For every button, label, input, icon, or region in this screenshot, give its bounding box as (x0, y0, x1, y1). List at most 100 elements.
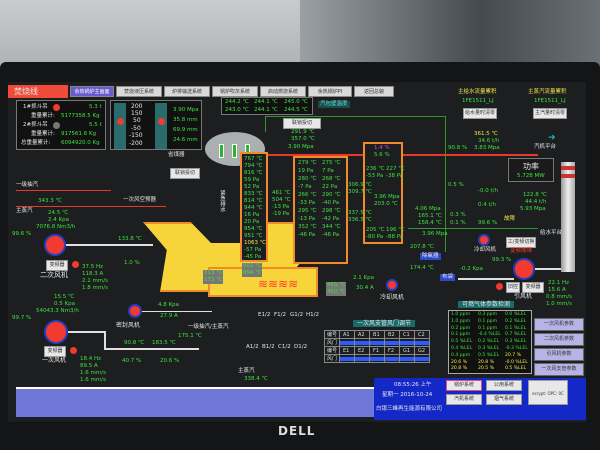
status-bar: 08:55:26 上午 星期一 2016-10-24 白银三峰再生能源有限公司 … (374, 378, 586, 420)
opc-status-button[interactable]: ecrypt: OPC: 0C (528, 380, 568, 405)
gas-reading: 1.0 ppm (451, 318, 471, 324)
damper-control[interactable] (384, 354, 401, 363)
trend-area (16, 387, 374, 417)
boiler-system-button[interactable]: 锅炉系统 (446, 380, 482, 391)
main-steam-temp: 338.4 ℃ (244, 376, 268, 382)
damper-control[interactable] (399, 338, 416, 347)
damper-control[interactable] (339, 354, 356, 363)
total2-value: 917561.6 Kg (61, 131, 97, 137)
damper-control[interactable] (369, 338, 386, 347)
primary-fan-params-button[interactable]: 一次风机参数 (534, 318, 584, 331)
secondary-fan-params-button[interactable]: 二次风机参数 (534, 333, 584, 346)
secondary-fan-vfd-button[interactable]: 变频器 (46, 260, 68, 271)
feed-temp: 122.8 ℃ (523, 192, 547, 198)
crane1-label: 1#抓斗吊 (23, 104, 48, 110)
grate-temp: 113 ℃ (203, 270, 224, 277)
tab-boiler-main[interactable]: 余热锅炉主画面 (70, 86, 114, 97)
primary-fan-pressure: 0.5 Kpa (54, 301, 75, 307)
id-fan-vibration: 0.8 mm/s (546, 294, 572, 300)
tab-overview[interactable]: 返回总貌 (354, 86, 394, 97)
secondary-fan-damper: 99.6 % (12, 231, 32, 237)
pass3-reading: -88 Pa (386, 234, 404, 240)
cooling-fan-icon[interactable] (386, 279, 398, 291)
main-steam-pipe-left (16, 206, 166, 207)
stack-duct (535, 268, 561, 270)
feedwater-reset-button[interactable]: 给水量时清零 (463, 108, 497, 119)
interlock-button[interactable]: 联锁投切 (283, 118, 321, 129)
valve-percent: 90.8 % (448, 145, 468, 151)
eco-reading: 3.96 Mpa (422, 231, 448, 237)
damper-control[interactable] (354, 338, 371, 347)
damper-control[interactable] (414, 338, 431, 347)
power-label: 功率 (523, 162, 539, 171)
tab-hydraulic[interactable]: 焚烧液压系统 (116, 86, 162, 97)
turbine-system-button[interactable]: 汽机系统 (446, 394, 482, 405)
damper-control[interactable] (414, 354, 431, 363)
valve-percent: 40.7 % (122, 358, 142, 364)
emergency-drain-label: 紧急排水 (219, 190, 225, 212)
tab-start-burner[interactable]: 启动燃烧系统 (260, 86, 306, 97)
tab-grate[interactable]: 炉排输送系统 (164, 86, 210, 97)
steam-temp-1: 291.9 ℃ (291, 129, 315, 135)
table-cell: C1 (399, 330, 416, 339)
induced-draft-fan-icon[interactable] (513, 258, 535, 280)
level-scale: -50 (131, 125, 141, 132)
interlock-button-2[interactable]: 联锁投切 (170, 168, 200, 179)
pass2-reading: 275 ℃ (322, 160, 341, 166)
baghouse-label: 布袋 (440, 274, 456, 281)
table-cell: E1 (339, 346, 356, 355)
tab-sootblow[interactable]: 锅炉吹灰系统 (212, 86, 258, 97)
grate-temp: 450 ℃ (326, 289, 347, 296)
pass2-reading: 280 ℃ (298, 176, 317, 182)
steam-flow-tag: 1FE1511_LJ (534, 98, 566, 104)
cooling-fan-2-icon[interactable] (478, 234, 490, 246)
id-fan-local-button[interactable]: 旧控 (506, 282, 520, 293)
pass3-reading: -53 Pa (366, 173, 384, 179)
steam-reset-button[interactable]: 主汽量时清零 (533, 108, 567, 119)
tab-boiler-pi[interactable]: 余热锅炉PI (308, 86, 352, 97)
id-fan-vfd-button[interactable]: 变频器 (522, 282, 544, 293)
gas-reading: 0.4 ppm (451, 352, 471, 358)
damper-control[interactable] (354, 354, 371, 363)
furnace-reading: 951 ℃ (244, 233, 263, 239)
eco-reading: 158.4 ℃ (418, 220, 442, 226)
gas-reading: 0.3 %LEL (505, 339, 527, 345)
steam-temp-2: 357.0 ℃ (291, 136, 315, 142)
pass2-reading: -33 Pa (298, 200, 316, 206)
branch-params-button[interactable]: 一次风支管参数 (534, 363, 584, 376)
furnace-reading: -45 Pa (244, 254, 262, 260)
pass3-reading: 203.0 ℃ (374, 201, 398, 207)
damper-control[interactable] (369, 354, 386, 363)
damper-control[interactable] (384, 338, 401, 347)
primary-fan-icon[interactable] (44, 320, 68, 344)
pass2-reading: 22 Pa (322, 184, 338, 190)
damper-control[interactable] (339, 338, 356, 347)
damper-control[interactable] (399, 354, 416, 363)
gas-reading: 0.0 %LEL (505, 312, 527, 317)
secondary-fan-icon[interactable] (44, 234, 66, 256)
flue-gas-system-button[interactable]: 烟气系统 (486, 394, 522, 405)
seal-fan-icon[interactable] (128, 304, 142, 318)
id-fan-params-button[interactable]: 引风机参数 (534, 348, 584, 361)
utility-system-button[interactable]: 公用系统 (486, 380, 522, 391)
furnace-reading: 20 Pa (244, 219, 260, 225)
valve-percent: 20.6 % (160, 358, 180, 364)
crane2-value: 5.5 t (89, 122, 102, 128)
furnace-reading: 767 ℃ (244, 156, 263, 162)
pass3-reading: 236 ℃ (366, 166, 385, 172)
id-fan-status-led (496, 283, 503, 290)
secondary-fan-label: 二次风机 (40, 271, 68, 279)
power-value: 5.728 MW (517, 173, 545, 179)
level-scale: 200 (131, 103, 143, 110)
pipe-line (265, 116, 266, 132)
pass2-reading: -13 Pa (298, 216, 316, 222)
scada-screen: 焚烧线 余热锅炉主画面 焚烧液压系统 炉排输送系统 锅炉吹灰系统 启动燃烧系统 … (8, 82, 586, 422)
table-cell: F2 (384, 346, 401, 355)
total2-label: 重量累计: (31, 131, 55, 137)
boiler-pass-3 (363, 142, 403, 244)
primary-fan-vfd-button[interactable]: 变频器 (44, 346, 66, 357)
primary-heater-temp: 90.8 ℃ (124, 340, 145, 346)
furnace-reading: 1063 ℃ (244, 240, 266, 246)
vfd-switch-button[interactable]: 工/变频切换 (506, 237, 536, 248)
grate-label: E1/2 (258, 312, 271, 318)
